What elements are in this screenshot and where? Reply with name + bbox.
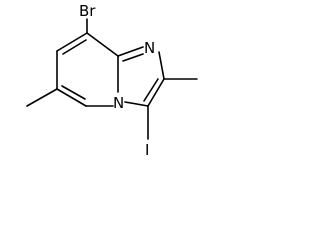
bond-c6-c5 [56,88,87,107]
bromine-atom-label: Br [79,2,96,20]
nitrogen-atom-label: N [144,39,155,57]
bond-c6-methyl [26,88,58,107]
bond-c2-c3-inner [143,78,159,102]
bond-n1-c2 [158,51,165,80]
bond-c8-c7-inner [62,39,87,55]
bond-c8a-c8 [86,32,119,57]
bond-c8-c7 [56,32,88,52]
bridgehead-nitrogen-atom-label: N [113,94,124,112]
chemical-structure-canvas: Br N N I [0,0,212,168]
molecule-drawing: Br N N I [26,2,198,159]
bond-c8a-n1 [117,46,144,57]
bond-c2-c3 [147,78,165,107]
bond-c3-n4 [124,101,149,107]
bond-c8a-n1-inner [122,53,144,62]
iodine-atom-label: I [145,141,149,159]
bond-c6-c5-inner [61,85,86,100]
